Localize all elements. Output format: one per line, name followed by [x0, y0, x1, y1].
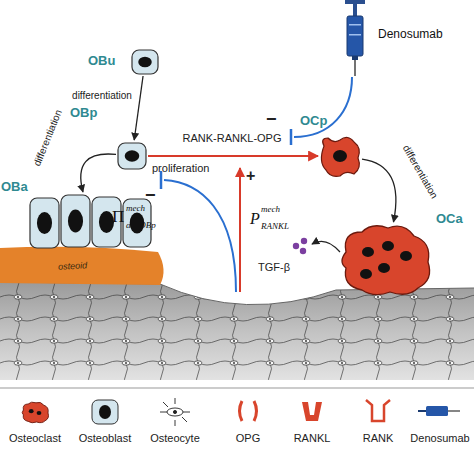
inhibition-bar: [290, 129, 293, 145]
nucleus: [138, 57, 152, 68]
rank-symbol: [366, 400, 390, 421]
nucleus: [29, 409, 34, 413]
tgf-molecule: [301, 238, 307, 244]
osteoblast-cell: OBu: [130, 48, 160, 76]
connector-arrow: [362, 159, 396, 222]
legend-label: Denosumab: [410, 433, 469, 444]
node-shape: [116, 140, 148, 172]
denosumab-symbol: [426, 406, 448, 416]
node-shape: [338, 222, 434, 296]
syringe-needle: [448, 410, 460, 411]
legend-label: Osteoblast: [79, 433, 132, 444]
annotation-label: proliferation: [152, 163, 209, 174]
annotation-label: −: [266, 110, 277, 128]
nucleus: [333, 150, 347, 162]
nucleus: [37, 411, 42, 415]
rankl-symbol: [302, 402, 322, 421]
osteoblast-body: [30, 198, 59, 248]
node-shape: [130, 48, 160, 76]
osteoblast-body: [118, 143, 146, 169]
tgf-molecule: [293, 243, 299, 249]
legend-osteoclast-icon: [22, 402, 48, 423]
legend-label: RANK: [363, 433, 394, 444]
opg-symbol: [240, 401, 257, 421]
osteoblast-body: [61, 195, 90, 247]
annotation-label: P: [250, 211, 260, 227]
annotation-label: Π: [112, 208, 124, 225]
annotation-label: −: [145, 186, 156, 204]
inhibition-line: [294, 77, 352, 137]
dendrite: [160, 398, 190, 426]
annotation-label: +: [246, 168, 255, 184]
nucleus: [125, 150, 140, 161]
osteoclast-cell: OCp: [318, 134, 362, 178]
osteocyte-network: [0, 282, 474, 380]
osteocyte-symbol: [160, 398, 190, 426]
cell-label: OCp: [300, 114, 327, 127]
cell-label: Denosumab: [378, 28, 443, 40]
osteocyte-body: [167, 408, 183, 416]
cell-label: OCa: [436, 212, 463, 225]
edge-label: differentiation: [32, 108, 64, 167]
syringe-barrel: [347, 16, 363, 56]
release-arrow: [312, 241, 340, 252]
syringe-plunger: [345, 0, 365, 4]
osteoclast-precursor-body: [321, 137, 359, 176]
inhibition-line: [164, 180, 236, 292]
syringe-mark: [349, 24, 361, 26]
syringe-plunger: [418, 410, 426, 412]
syringe-needle: [354, 60, 356, 76]
connector-arrow: [148, 155, 318, 157]
syringe-tip: [352, 56, 358, 60]
osteoblast-symbol: [92, 400, 118, 424]
osteoclast-symbol: [22, 402, 48, 423]
edge-label: differentiation: [401, 144, 440, 201]
annotation-label: mech: [261, 205, 280, 214]
syringe-node: Denosumab: [340, 0, 370, 76]
node-shape: [318, 134, 362, 178]
osteoblast-cell: OBp: [116, 140, 148, 172]
syringe-mark: [349, 34, 361, 36]
legend-label: Osteoclast: [9, 433, 61, 444]
annotation-label: osteoid: [58, 261, 87, 272]
osteoclast-cell: OCa: [338, 222, 434, 296]
annotation-label: TGF-β: [258, 262, 290, 273]
nucleus: [99, 405, 111, 419]
cell-label: OBu: [88, 54, 115, 67]
nucleus: [37, 212, 52, 234]
nucleus: [378, 263, 390, 273]
cell-label: OBp: [70, 106, 97, 119]
annotation-label: RANKL: [261, 222, 289, 231]
legend-rule: [0, 388, 474, 389]
bone-matrix: [0, 282, 474, 380]
nucleus: [360, 269, 372, 279]
osteoblast-body: [132, 50, 158, 74]
connector-arrow: [81, 154, 116, 192]
edge-label: RANK-RANKL-OPG: [182, 133, 281, 144]
cell-label: OBa: [1, 180, 28, 193]
osteoclast-body: [342, 226, 430, 295]
syringe-rod: [353, 4, 357, 16]
nucleus: [173, 410, 176, 413]
annotation-label: mech: [126, 204, 145, 213]
osteoid-layer: [0, 247, 164, 285]
legend-label: Osteocyte: [150, 433, 200, 444]
nucleus: [362, 247, 374, 257]
node-shape: [340, 0, 370, 76]
nucleus: [99, 211, 114, 233]
nucleus: [68, 210, 83, 233]
nucleus: [400, 251, 412, 261]
legend-label: OPG: [236, 433, 260, 444]
edge-label: differentiation: [72, 91, 132, 101]
tgf-molecule: [300, 248, 306, 254]
annotation-label: act,OBp: [126, 221, 156, 230]
connector-arrow: [134, 76, 143, 140]
legend-label: RANKL: [294, 433, 331, 444]
nucleus: [382, 241, 394, 251]
activation-arrow: [239, 168, 241, 292]
